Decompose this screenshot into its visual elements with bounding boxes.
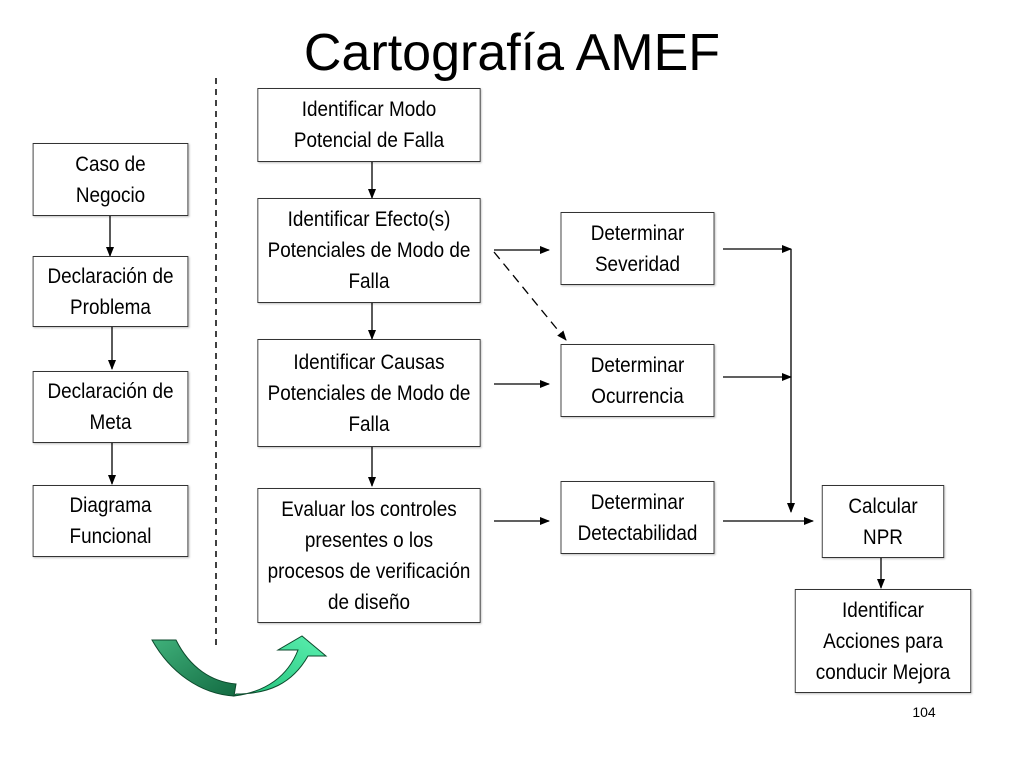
box-declaracion-problema-label: Declaración de Problema: [47, 264, 174, 319]
box-caso-de-negocio-label: Caso de Negocio: [75, 152, 146, 207]
box-calcular-npr: Calcular NPR: [821, 485, 945, 558]
box-declaracion-meta: Declaración de Meta: [32, 371, 189, 443]
box-evaluar-controles: Evaluar los controles presentes o los pr…: [257, 488, 481, 623]
box-determinar-ocurrencia: Determinar Ocurrencia: [560, 344, 715, 417]
box-identificar-efectos-label: Identificar Efecto(s) Potenciales de Mod…: [267, 208, 471, 293]
curved-flow-arrow-icon: [151, 635, 328, 697]
box-determinar-severidad: Determinar Severidad: [560, 212, 715, 285]
box-identificar-acciones-label: Identificar Acciones para conducir Mejor…: [815, 598, 951, 684]
box-identificar-causas-label: Identificar Causas Potenciales de Modo d…: [267, 350, 471, 436]
box-calcular-npr-label: Calcular NPR: [848, 494, 918, 549]
page-number: 104: [912, 704, 936, 720]
curved-arrow-light-band: [232, 635, 328, 697]
box-declaracion-problema: Declaración de Problema: [32, 256, 189, 327]
curved-arrow-dark-band: [151, 639, 237, 697]
box-determinar-detectabilidad-label: Determinar Detectabilidad: [577, 490, 698, 545]
box-identificar-causas: Identificar Causas Potenciales de Modo d…: [257, 339, 481, 447]
box-determinar-severidad-label: Determinar Severidad: [590, 221, 685, 276]
box-identificar-modo-label: Identificar Modo Potencial de Falla: [293, 98, 445, 152]
box-identificar-acciones: Identificar Acciones para conducir Mejor…: [794, 589, 972, 693]
box-diagrama-funcional-label: Diagrama Funcional: [69, 494, 152, 548]
box-declaracion-meta-label: Declaración de Meta: [47, 380, 174, 434]
box-identificar-efectos: Identificar Efecto(s) Potenciales de Mod…: [257, 198, 481, 303]
page-title: Cartografía AMEF: [303, 24, 721, 82]
box-diagrama-funcional: Diagrama Funcional: [32, 485, 189, 557]
box-determinar-detectabilidad: Determinar Detectabilidad: [560, 481, 715, 554]
box-identificar-modo: Identificar Modo Potencial de Falla: [257, 88, 481, 162]
box-caso-de-negocio: Caso de Negocio: [32, 143, 189, 216]
arrow-efectos-ocurrencia-dashed: [493, 251, 567, 341]
box-evaluar-controles-label: Evaluar los controles presentes o los pr…: [267, 497, 471, 614]
box-determinar-ocurrencia-label: Determinar Ocurrencia: [590, 353, 685, 408]
